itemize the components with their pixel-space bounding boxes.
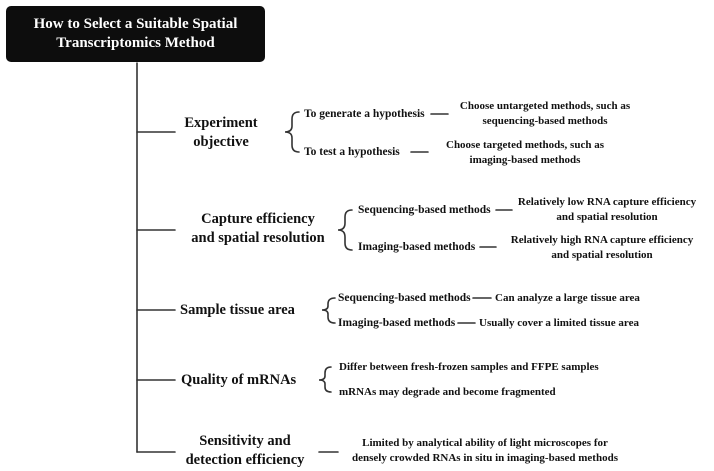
result-untargeted: Choose untargeted methods, such as seque… — [459, 100, 631, 127]
brace-capture — [337, 209, 353, 251]
option-tis-sequencing: Sequencing-based methods — [338, 292, 471, 304]
result-cap-low: Relatively low RNA capture efficiency an… — [517, 196, 697, 223]
brace-tissue — [321, 297, 336, 324]
category-sensitivity: Sensitivity and detection efficiency — [185, 433, 305, 468]
option-tis-imaging: Imaging-based methods — [338, 317, 456, 329]
option-test-hypothesis: To test a hypothesis — [304, 146, 400, 158]
brace-quality — [318, 366, 332, 393]
result-tis-limited: Usually cover a limited tissue area — [479, 317, 639, 329]
note-quality-degrade: mRNAs may degrade and become fragmented — [339, 386, 556, 398]
note-quality-fresh-frozen: Differ between fresh-frozen samples and … — [339, 361, 599, 373]
option-cap-sequencing: Sequencing-based methods — [358, 204, 491, 216]
category-quality-mrnas: Quality of mRNAs — [181, 372, 297, 388]
title-line-1: How to Select a Suitable Spatial — [33, 16, 238, 32]
result-targeted: Choose targeted methods, such as imaging… — [446, 139, 604, 166]
category-experiment-objective: Experiment objective — [184, 115, 258, 150]
title-line-2: Transcriptomics Method — [56, 35, 215, 51]
note-sensitivity: Limited by analytical ability of light m… — [352, 437, 618, 464]
brace-experiment — [284, 111, 300, 153]
option-cap-imaging: Imaging-based methods — [358, 241, 476, 253]
diagram-title: How to Select a Suitable Spatial Transcr… — [6, 6, 265, 62]
category-capture-efficiency: Capture efficiency and spatial resolutio… — [191, 211, 325, 246]
result-tis-large: Can analyze a large tissue area — [495, 292, 640, 304]
category-sample-tissue-area: Sample tissue area — [180, 302, 295, 318]
option-generate-hypothesis: To generate a hypothesis — [304, 108, 425, 120]
result-cap-high: Relatively high RNA capture efficiency a… — [510, 234, 694, 261]
